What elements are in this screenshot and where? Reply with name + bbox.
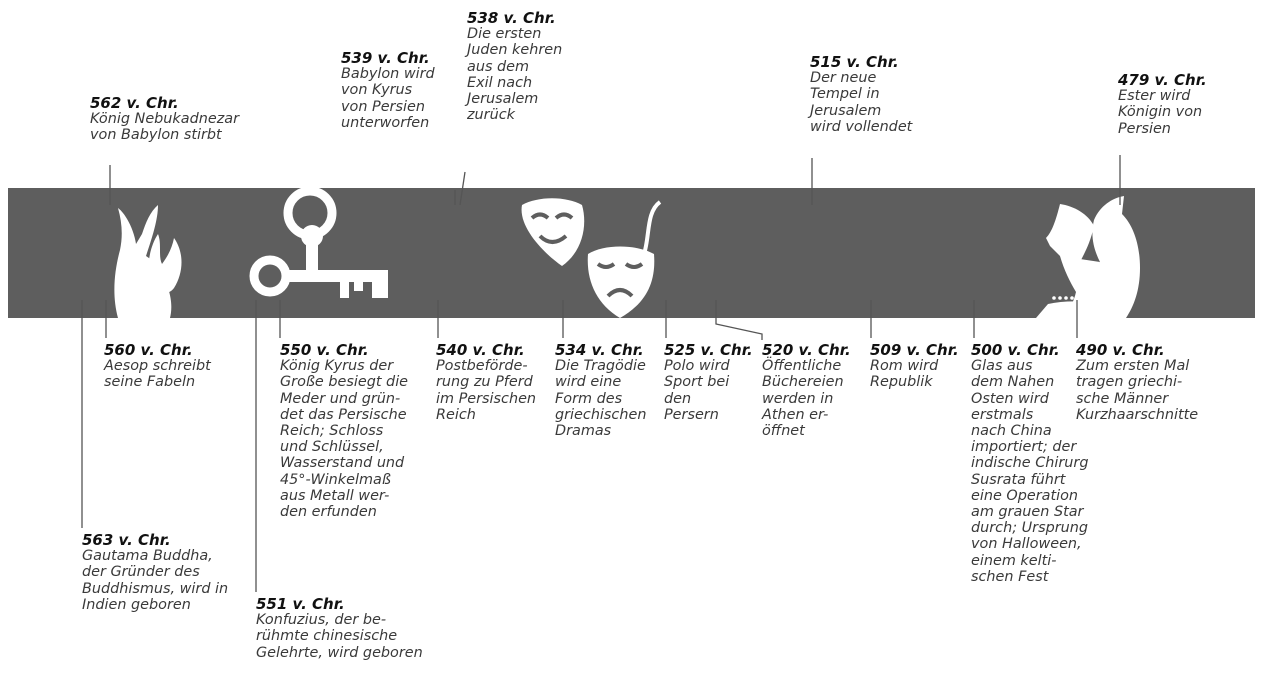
event-500-date: 500 v. Chr.	[971, 341, 1060, 359]
event-515: 515 v. Chr. Der neue Tempel in Jerusalem…	[810, 54, 912, 135]
event-562-text: König Nebukadnezar von Babylon stirbt	[90, 111, 239, 144]
event-560-date: 560 v. Chr.	[104, 341, 193, 359]
event-490: 490 v. Chr. Zum ersten Mal tragen griech…	[1076, 342, 1198, 423]
event-539-date: 539 v. Chr.	[341, 49, 430, 67]
event-560-text: Aesop schreibt seine Fabeln	[104, 358, 211, 391]
event-540: 540 v. Chr. Postbeförde- rung zu Pferd i…	[436, 342, 536, 423]
event-520-text: Öffentliche Büchereien werden in Athen e…	[762, 358, 844, 440]
persian-queen-profile-icon	[1036, 196, 1140, 318]
event-560: 560 v. Chr. Aesop schreibt seine Fabeln	[104, 342, 211, 391]
event-539-text: Babylon wird von Kyrus von Persien unter…	[341, 66, 435, 131]
event-520: 520 v. Chr. Öffentliche Büchereien werde…	[762, 342, 851, 439]
event-490-text: Zum ersten Mal tragen griechi- sche Männ…	[1076, 358, 1199, 423]
event-534-date: 534 v. Chr.	[555, 341, 644, 359]
leader-lines	[81, 155, 1121, 592]
event-550-date: 550 v. Chr.	[280, 341, 369, 359]
event-563: 563 v. Chr. Gautama Buddha, der Gründer …	[82, 532, 228, 613]
event-509: 509 v. Chr. Rom wird Republik	[870, 342, 959, 391]
event-563-date: 563 v. Chr.	[82, 531, 171, 549]
event-562: 562 v. Chr. König Nebukadnezar von Babyl…	[90, 95, 239, 144]
event-509-text: Rom wird Republik	[870, 358, 939, 391]
event-540-date: 540 v. Chr.	[436, 341, 525, 359]
event-515-date: 515 v. Chr.	[810, 53, 899, 71]
leader-520	[715, 300, 763, 340]
event-551: 551 v. Chr. Konfuzius, der be- rühmte ch…	[256, 596, 423, 661]
event-550-text: König Kyrus der Große besiegt die Meder …	[280, 358, 409, 521]
event-563-text: Gautama Buddha, der Gründer des Buddhism…	[82, 548, 229, 613]
hand-icon	[114, 205, 182, 318]
event-551-date: 551 v. Chr.	[256, 595, 345, 613]
event-525: 525 v. Chr. Polo wird Sport bei den Pers…	[664, 342, 753, 423]
event-490-date: 490 v. Chr.	[1076, 341, 1165, 359]
event-539: 539 v. Chr. Babylon wird von Kyrus von P…	[341, 50, 435, 131]
event-562-date: 562 v. Chr.	[90, 94, 179, 112]
event-520-date: 520 v. Chr.	[762, 341, 851, 359]
event-534-text: Die Tragödie wird eine Form des griechis…	[555, 358, 647, 440]
key-icon	[249, 186, 388, 298]
event-551-text: Konfuzius, der be- rühmte chinesische Ge…	[256, 612, 423, 661]
event-538-date: 538 v. Chr.	[467, 9, 556, 27]
event-515-text: Der neue Tempel in Jerusalem wird vollen…	[810, 70, 913, 135]
event-538-text: Die ersten Juden kehren aus dem Exil nac…	[467, 26, 563, 124]
event-540-text: Postbeförde- rung zu Pferd im Persischen…	[436, 358, 537, 423]
event-550: 550 v. Chr. König Kyrus der Große besieg…	[280, 342, 408, 520]
theatre-masks-icon	[521, 198, 662, 318]
event-525-date: 525 v. Chr.	[664, 341, 753, 359]
event-509-date: 509 v. Chr.	[870, 341, 959, 359]
event-525-text: Polo wird Sport bei den Persern	[664, 358, 730, 423]
event-479-text: Ester wird Königin von Persien	[1118, 88, 1203, 137]
event-538: 538 v. Chr. Die ersten Juden kehren aus …	[467, 10, 562, 123]
event-500: 500 v. Chr. Glas aus dem Nahen Osten wir…	[971, 342, 1088, 585]
event-479: 479 v. Chr. Ester wird Königin von Persi…	[1118, 72, 1207, 137]
event-479-date: 479 v. Chr.	[1118, 71, 1207, 89]
event-500-text: Glas aus dem Nahen Osten wird erstmals n…	[971, 358, 1089, 585]
leader-538	[459, 171, 466, 206]
event-534: 534 v. Chr. Die Tragödie wird eine Form …	[555, 342, 646, 439]
